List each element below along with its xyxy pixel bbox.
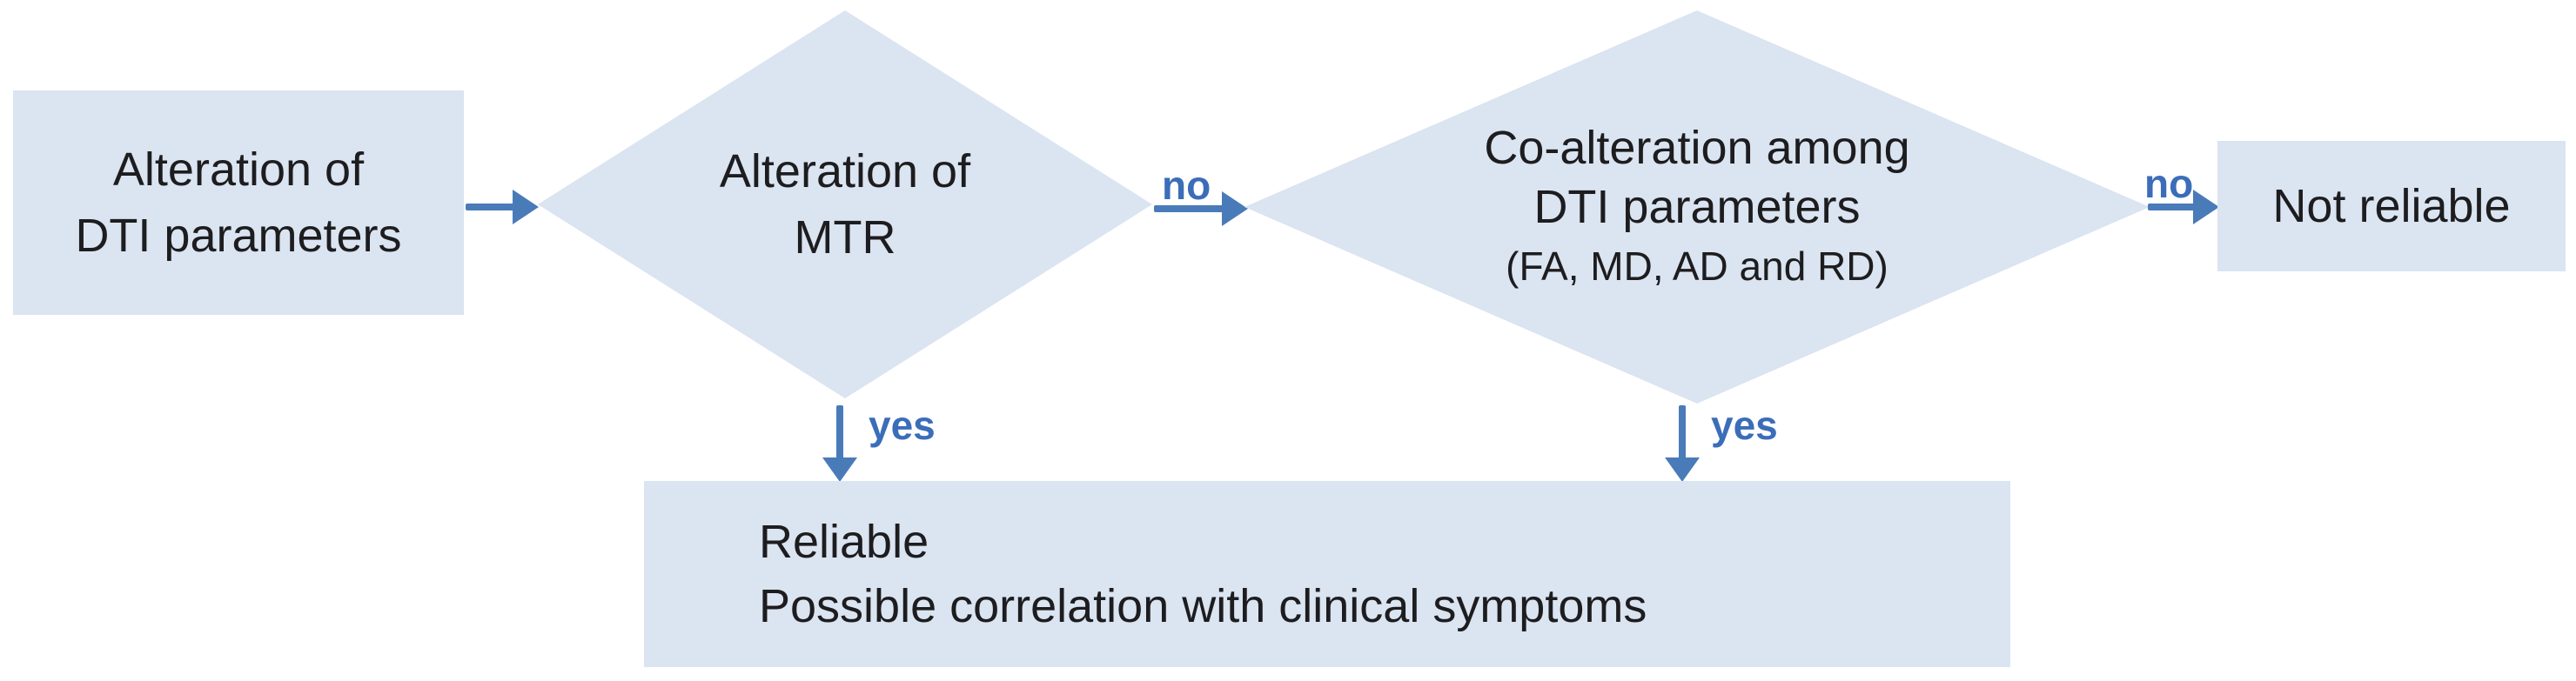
arrow-head-down-icon — [1665, 457, 1700, 482]
edge-label-yes: yes — [869, 403, 936, 448]
arrow-coalt-to-reliable — [1663, 405, 1701, 482]
arrow-head-right-icon — [2193, 190, 2219, 224]
arrow-head-right-icon — [1222, 191, 1248, 226]
node-text-line: DTI parameters — [75, 210, 402, 262]
arrow-head-down-icon — [822, 457, 857, 482]
start-node-dti-alteration: Alteration of DTI parameters — [13, 90, 464, 315]
edge-label-no: no — [1162, 163, 1211, 208]
arrow-shaft — [1154, 205, 1225, 212]
node-text-line-parenthetical: (FA, MD, AD and RD) — [1506, 244, 1888, 289]
arrow-mtr-to-coalt — [1154, 190, 1248, 228]
node-text-line: MTR — [794, 211, 896, 264]
edge-label-no: no — [2144, 161, 2194, 206]
node-text-line: Reliable — [759, 516, 929, 568]
outcome-node-reliable: Reliable Possible correlation with clini… — [644, 481, 2010, 667]
node-text-line: Possible correlation with clinical sympt… — [759, 580, 1647, 632]
edge-label-yes: yes — [1711, 403, 1778, 448]
node-text-line: Co-alteration among — [1484, 122, 1910, 174]
node-text-line: Not reliable — [2272, 180, 2511, 232]
node-text-line: Alteration of — [719, 145, 971, 197]
arrow-shaft — [2148, 204, 2197, 210]
arrow-shaft — [1679, 405, 1686, 461]
arrow-head-right-icon — [513, 190, 539, 224]
decision-node-mtr-alteration: Alteration of MTR — [538, 10, 1152, 398]
decision-node-dti-co-alteration: Co-alteration among DTI parameters (FA, … — [1244, 10, 2150, 404]
arrow-start-to-mtr — [466, 188, 539, 226]
node-text-line: DTI parameters — [1533, 181, 1861, 233]
outcome-node-not-reliable: Not reliable — [2217, 141, 2566, 271]
arrow-shaft — [836, 405, 843, 461]
arrow-shaft — [466, 204, 516, 210]
node-text-line: Alteration of — [112, 144, 365, 196]
arrow-mtr-to-reliable — [821, 405, 859, 482]
arrow-coalt-to-not-reliable — [2148, 188, 2219, 226]
